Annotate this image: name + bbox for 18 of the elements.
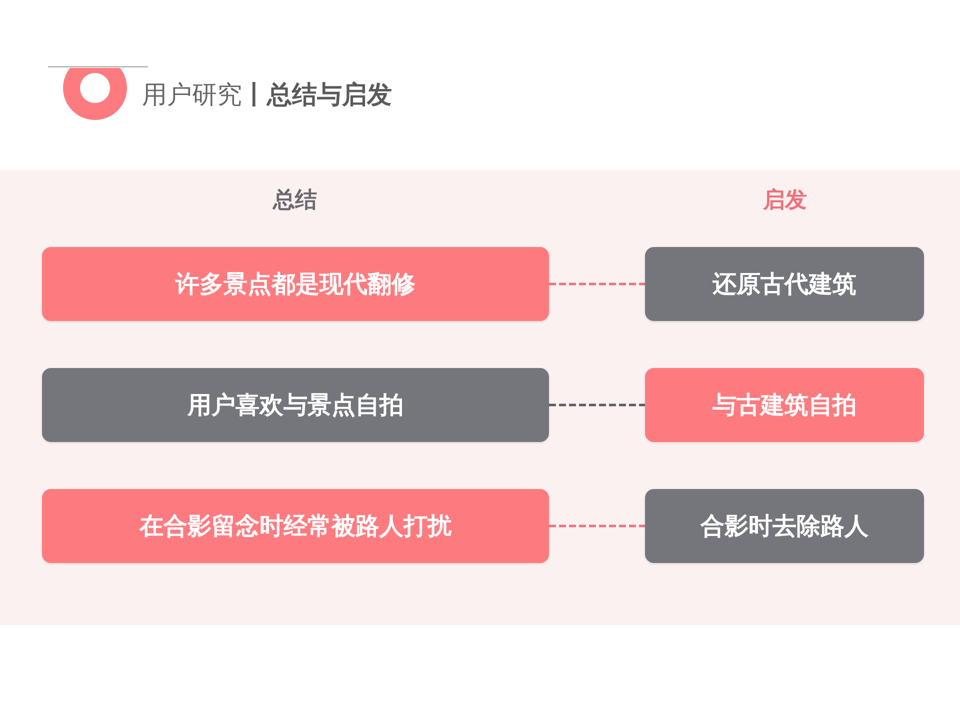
insight-box [645, 489, 924, 563]
insight-box [645, 368, 924, 442]
box-label: 还原古代建筑 [712, 269, 856, 300]
dashed-connector [549, 404, 645, 406]
dashed-connector [549, 282, 645, 286]
box-label: 用户喜欢与景点自拍 [188, 390, 404, 421]
box-label: 与古建筑自拍 [712, 390, 856, 421]
summary-box [42, 489, 549, 563]
box-label: 合影时去除路人 [700, 511, 868, 542]
page-title: 用户研究丨总结与启发 [142, 79, 392, 111]
dashed-connector [549, 524, 645, 528]
summary-box [42, 247, 549, 321]
summary-box [42, 368, 549, 442]
box-label: 在合影留念时经常被路人打扰 [140, 511, 452, 542]
insight-box [645, 247, 924, 321]
box-label: 许多景点都是现代翻修 [176, 269, 416, 300]
column-heading: 总结 [273, 187, 317, 215]
column-heading: 启发 [763, 187, 807, 215]
